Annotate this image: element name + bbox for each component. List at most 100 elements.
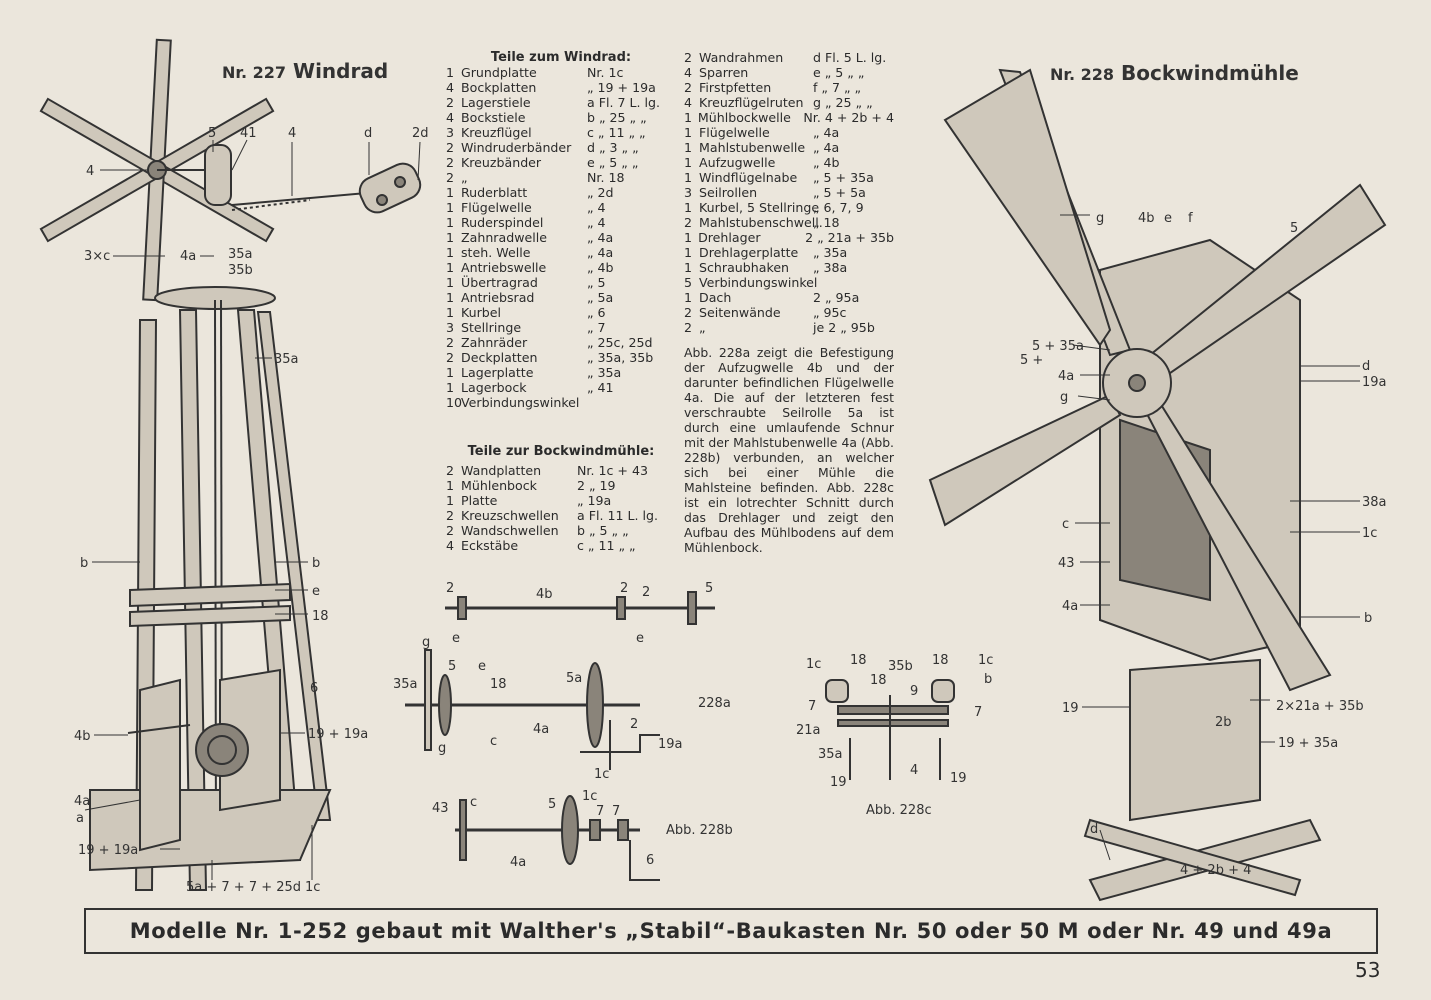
mill-label-5: 5	[1290, 221, 1298, 236]
label-35b: 35b	[228, 263, 253, 278]
fig-b-label-1c: 1c	[582, 789, 597, 804]
part-name: Wandplatten	[461, 463, 542, 478]
part-name: Aufzugwelle	[699, 155, 776, 170]
part-name: Mahlstubenschwell.	[699, 215, 823, 230]
part-reference: „ 18	[813, 215, 840, 230]
part-quantity: 1	[446, 478, 455, 493]
part-name: Platte	[461, 493, 498, 508]
mill-label-5-35a: 5 + 35a	[1032, 339, 1084, 354]
part-name: Antriebswelle	[461, 260, 547, 275]
part-reference: „ 5	[587, 275, 606, 290]
part-reference: 2 „ 21a + 35b	[805, 230, 894, 245]
figure-228a: 2 4b 2 2 5 e e g 35a 5 e 18 5a 4a g c 2 …	[393, 581, 731, 782]
bockwindmuehle-title: Nr. 228 Bockwindmühle	[1050, 61, 1299, 85]
mill-label-19a: 19a	[1362, 375, 1387, 390]
fig-a-label-2: 2	[446, 581, 454, 596]
part-reference: 2 „ 95a	[813, 290, 860, 305]
fig-a-label-g-bottom: g	[438, 741, 446, 756]
parts-row: 1 Antriebswelle „ 4b	[446, 260, 676, 275]
part-name: Dach	[699, 290, 732, 305]
part-name: Flügelwelle	[461, 200, 532, 215]
fig-b-label-7a: 7	[596, 804, 604, 819]
fig-b-label-c: c	[470, 795, 477, 810]
fig-a-label-5: 5	[705, 581, 713, 596]
label-d: d	[364, 126, 372, 141]
part-quantity: 5	[684, 275, 693, 290]
fig-a-label-18: 18	[490, 677, 507, 692]
part-name: Kreuzbänder	[461, 155, 542, 170]
fig-a-label-4a: 4a	[533, 722, 549, 737]
mill-label-4-2b-4: 4 + 2b + 4	[1180, 863, 1251, 878]
figure-228c: 1c 18 35b 18 1c 18 b 9 7 7 21a 35a 4 19 …	[796, 653, 993, 818]
part-quantity: 1	[446, 200, 455, 215]
part-reference: b „ 5 „ „	[577, 523, 629, 538]
fig-c-label-b: b	[984, 672, 992, 687]
part-name: Mahlstubenwelle	[699, 140, 806, 155]
part-quantity: 2	[684, 320, 693, 335]
mill-label-g-top: g	[1096, 211, 1104, 226]
part-reference: „ 4a	[813, 140, 840, 155]
label-3xc: 3×c	[84, 249, 110, 264]
fig-a-label-2b: 2	[620, 581, 628, 596]
part-reference: g „ 25 „ „	[813, 95, 873, 110]
part-name: Wandschwellen	[461, 523, 559, 538]
label-4a-base: 4a	[74, 794, 90, 809]
part-name: Windruderbänder	[461, 140, 572, 155]
part-reference: d „ 3 „ „	[587, 140, 639, 155]
label-35a-lower: 35a	[274, 352, 299, 367]
label-2d: 2d	[412, 126, 429, 141]
fig-a-label-19a: 19a	[658, 737, 683, 752]
mill-label-5-plus: 5 +	[1020, 353, 1043, 368]
part-name: Wandrahmen	[699, 50, 784, 65]
fig-c-label-7-right: 7	[974, 705, 982, 720]
footer-banner: Modelle Nr. 1-252 gebaut mit Walther's „…	[84, 908, 1378, 954]
part-quantity: 2	[446, 170, 455, 185]
part-name: Mühlenbock	[461, 478, 537, 493]
part-quantity: 2	[684, 50, 693, 65]
fig-a-label-35a: 35a	[393, 677, 418, 692]
part-quantity: 1	[684, 200, 693, 215]
parts-row: 2„je 2 „ 95b	[684, 320, 894, 335]
part-reference: „ 5 + 35a	[813, 170, 874, 185]
caption-228b: Abb. 228b	[666, 823, 733, 838]
part-reference: „ 4b	[587, 260, 614, 275]
parts-windrad-heading: Teile zum Windrad:	[490, 50, 632, 65]
part-name: Bockplatten	[461, 80, 537, 95]
part-quantity: 1	[446, 260, 455, 275]
part-name: Antriebsrad	[461, 290, 535, 305]
part-name: Zahnräder	[461, 335, 528, 350]
part-reference: „ 6, 7, 9	[813, 200, 864, 215]
label-b-left: b	[80, 556, 88, 571]
mill-label-2x21a-35b: 2×21a + 35b	[1276, 699, 1364, 714]
windmill-sails	[928, 68, 1387, 692]
part-quantity: 2	[446, 508, 455, 523]
part-name: Schraubhaken	[699, 260, 790, 275]
parts-row: 2„Nr. 18	[446, 170, 676, 185]
label-19-19a-left: 19 + 19a	[78, 843, 138, 858]
part-name: Drehlagerplatte	[699, 245, 799, 260]
fig-a-label-5a: 5a	[566, 671, 582, 686]
mill-label-4a: 4a	[1058, 369, 1074, 384]
part-quantity: 2	[684, 305, 693, 320]
fig-c-label-18-mid: 18	[870, 673, 887, 688]
part-reference: Nr. 1c + 43	[577, 463, 648, 478]
figure-228b: 43 c 5 1c 7 7 4a 6 Abb. 228b	[432, 789, 733, 881]
part-quantity: 2	[684, 215, 693, 230]
mill-label-e: e	[1164, 211, 1172, 226]
label-5a-7-7-25d: 5a + 7 + 7 + 25d	[186, 880, 301, 895]
fig-a-label-2-bracket: 2	[630, 717, 638, 732]
